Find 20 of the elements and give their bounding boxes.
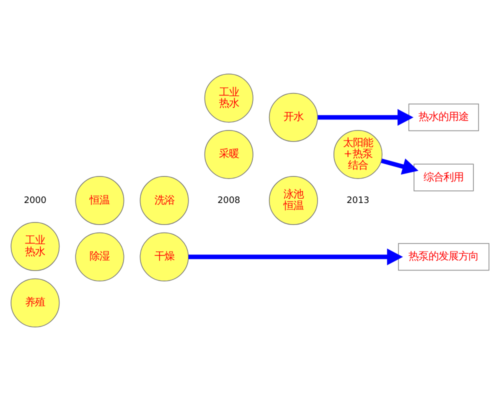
arrow <box>188 248 403 265</box>
node-circle: 养殖 <box>10 278 60 327</box>
node-circle: 干燥 <box>140 232 189 281</box>
node-circle: 开水 <box>268 92 318 142</box>
arrow <box>380 158 418 174</box>
node-circle: 泳池恒温 <box>268 176 318 224</box>
label: 2013 <box>346 195 370 206</box>
node-circle: 洗浴 <box>140 176 189 224</box>
arrow <box>318 108 414 126</box>
node-box: 综合利用 <box>414 163 474 191</box>
label: 2000 <box>24 195 46 206</box>
node-circle: 采暖 <box>204 130 254 178</box>
node-circle: 太阳能+热泵结合 <box>334 130 382 178</box>
node-box: 热水的用途 <box>408 103 479 131</box>
node-circle: 恒温 <box>75 176 124 224</box>
node-circle: 除湿 <box>75 232 124 281</box>
label: 2008 <box>218 195 240 206</box>
node-box: 热泵的发展方向 <box>398 242 490 270</box>
node-circle: 工业热水 <box>10 222 60 270</box>
node-circle: 工业热水 <box>204 73 254 122</box>
